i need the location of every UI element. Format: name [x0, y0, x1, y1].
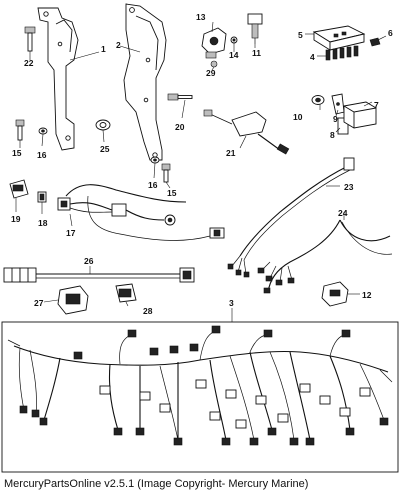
part-19-connector[interactable]	[9, 179, 29, 199]
callout-13: 13	[196, 12, 206, 22]
part-1-bracket[interactable]	[37, 7, 79, 151]
callout-6: 6	[388, 28, 393, 38]
part-12-connector[interactable]	[321, 281, 349, 307]
part-16-washer-left[interactable]	[38, 127, 48, 135]
callout-18: 18	[38, 218, 48, 228]
part-14-nut[interactable]	[230, 36, 238, 44]
part-4-terminals[interactable]	[325, 45, 359, 61]
callout-5: 5	[298, 30, 303, 40]
part-23-harness[interactable]	[227, 157, 355, 278]
part-22-bolt[interactable]	[24, 26, 36, 56]
part-11-connector[interactable]	[247, 13, 263, 44]
callout-26: 26	[84, 256, 94, 266]
main-harness-connectors	[19, 325, 389, 446]
part-21-sensor[interactable]	[203, 109, 290, 155]
part-8-relay[interactable]	[337, 117, 349, 135]
callout-24: 24	[338, 208, 348, 218]
part-29-screw[interactable]	[210, 60, 218, 68]
part-10-grommet[interactable]	[311, 95, 325, 105]
callout-15b: 15	[167, 188, 177, 198]
copyright-caption: MercuryPartsOnline v2.5.1 (Image Copyrig…	[4, 478, 309, 490]
part-16-washer-center[interactable]	[150, 156, 160, 164]
callout-29: 29	[206, 68, 216, 78]
callout-25: 25	[100, 144, 110, 154]
part-24-harness[interactable]	[257, 219, 393, 294]
part-3-main-harness[interactable]	[7, 329, 393, 441]
callout-23: 23	[344, 182, 354, 192]
part-3-main-harness-box[interactable]	[1, 308, 399, 473]
part-15-bolt-left[interactable]	[15, 119, 25, 141]
part-25-clip[interactable]	[95, 119, 111, 131]
part-20-bolt[interactable]	[167, 93, 193, 101]
callout-20: 20	[175, 122, 185, 132]
part-18-terminal[interactable]	[37, 191, 47, 203]
part-28-connector[interactable]	[115, 283, 137, 303]
part-2-bracket[interactable]	[123, 3, 167, 161]
callout-10: 10	[293, 112, 303, 122]
callout-12: 12	[362, 290, 372, 300]
callout-11: 11	[252, 48, 261, 58]
callout-28: 28	[143, 306, 153, 316]
callout-4: 4	[310, 52, 315, 62]
part-15-bolt-center[interactable]	[161, 163, 171, 183]
callout-2: 2	[116, 40, 121, 50]
callout-17: 17	[66, 228, 76, 238]
callout-9: 9	[333, 114, 338, 124]
callout-labels: 1 2 3 4 5 6 7 8 9 10 11 12 13 14 15 15 1…	[11, 12, 393, 316]
part-7-relay[interactable]	[343, 101, 377, 129]
callout-19: 19	[11, 214, 21, 224]
part-13-switch[interactable]	[201, 27, 227, 59]
part-27-connector[interactable]	[57, 285, 89, 315]
callout-15a: 15	[12, 148, 22, 158]
callout-1: 1	[101, 44, 106, 54]
part-9-bracket[interactable]	[331, 93, 345, 115]
callout-21: 21	[226, 148, 236, 158]
callout-7: 7	[374, 100, 379, 110]
leader-lines	[15, 21, 387, 307]
callout-27: 27	[34, 298, 44, 308]
callout-16b: 16	[148, 180, 158, 190]
part-26-cable[interactable]	[3, 267, 195, 283]
callout-3: 3	[229, 298, 234, 308]
callout-14: 14	[229, 50, 239, 60]
callout-22: 22	[24, 58, 34, 68]
callout-8: 8	[330, 130, 335, 140]
part-6-clip[interactable]	[369, 37, 381, 47]
callout-16a: 16	[37, 150, 47, 160]
part-17-harness[interactable]	[57, 184, 225, 241]
part-5-relay-block[interactable]	[312, 25, 366, 51]
